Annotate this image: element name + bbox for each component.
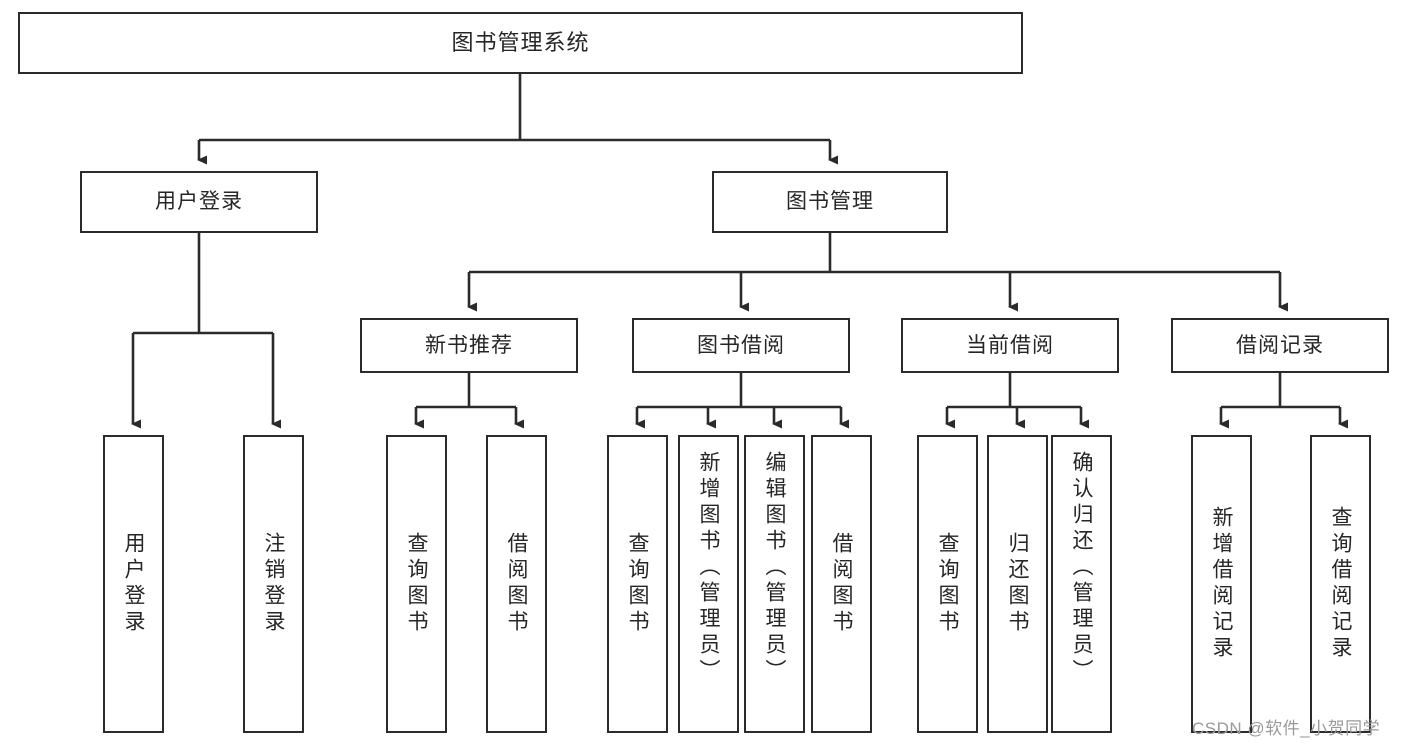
node-root-system[interactable]: 图书管理系统 <box>18 12 1023 74</box>
node-new-book-recommend[interactable]: 新书推荐 <box>360 318 578 373</box>
node-leaf-borrow-book-1[interactable]: 借阅图书 <box>486 435 547 733</box>
node-label: 借阅图书 <box>505 532 528 636</box>
node-user-login[interactable]: 用户登录 <box>80 171 318 233</box>
node-label: 图书借阅 <box>697 333 785 357</box>
node-leaf-logout[interactable]: 注销登录 <box>243 435 304 733</box>
node-leaf-return-book[interactable]: 归还图书 <box>987 435 1048 733</box>
node-leaf-query-book-1[interactable]: 查询图书 <box>386 435 447 733</box>
node-label: 图书管理系统 <box>451 29 590 55</box>
node-label: 查询图书 <box>405 532 428 636</box>
node-label: 确认归还（管理员） <box>1070 451 1093 685</box>
node-leaf-query-book-3[interactable]: 查询图书 <box>917 435 978 733</box>
node-label: 借阅记录 <box>1236 333 1324 357</box>
node-label: 注销登录 <box>262 532 285 636</box>
node-label: 编辑图书（管理员） <box>763 451 786 685</box>
node-leaf-confirm-return-admin[interactable]: 确认归还（管理员） <box>1051 435 1112 733</box>
node-label: 新增借阅记录 <box>1210 506 1233 662</box>
node-label: 用户登录 <box>122 532 145 636</box>
node-label: 新增图书（管理员） <box>697 451 720 685</box>
node-label: 查询借阅记录 <box>1329 506 1352 662</box>
node-label: 用户登录 <box>155 190 243 214</box>
csdn-watermark: CSDN @软件_小贺同学 <box>1192 719 1381 738</box>
node-leaf-borrow-book-2[interactable]: 借阅图书 <box>811 435 872 733</box>
node-book-borrow[interactable]: 图书借阅 <box>632 318 850 373</box>
node-leaf-user-login[interactable]: 用户登录 <box>103 435 164 733</box>
node-label: 查询图书 <box>936 532 959 636</box>
node-borrow-record[interactable]: 借阅记录 <box>1171 318 1389 373</box>
node-label: 当前借阅 <box>966 333 1054 357</box>
node-leaf-edit-book-admin[interactable]: 编辑图书（管理员） <box>744 435 805 733</box>
node-label: 查询图书 <box>626 532 649 636</box>
node-label: 图书管理 <box>786 190 874 214</box>
node-leaf-add-book-admin[interactable]: 新增图书（管理员） <box>678 435 739 733</box>
node-label: 新书推荐 <box>425 333 513 357</box>
node-current-borrow[interactable]: 当前借阅 <box>901 318 1119 373</box>
node-leaf-add-borrow-record[interactable]: 新增借阅记录 <box>1191 435 1252 733</box>
node-book-management[interactable]: 图书管理 <box>712 171 948 233</box>
node-label: 归还图书 <box>1006 532 1029 636</box>
node-leaf-query-book-2[interactable]: 查询图书 <box>607 435 668 733</box>
node-label: 借阅图书 <box>830 532 853 636</box>
node-leaf-query-borrow-record[interactable]: 查询借阅记录 <box>1310 435 1371 733</box>
